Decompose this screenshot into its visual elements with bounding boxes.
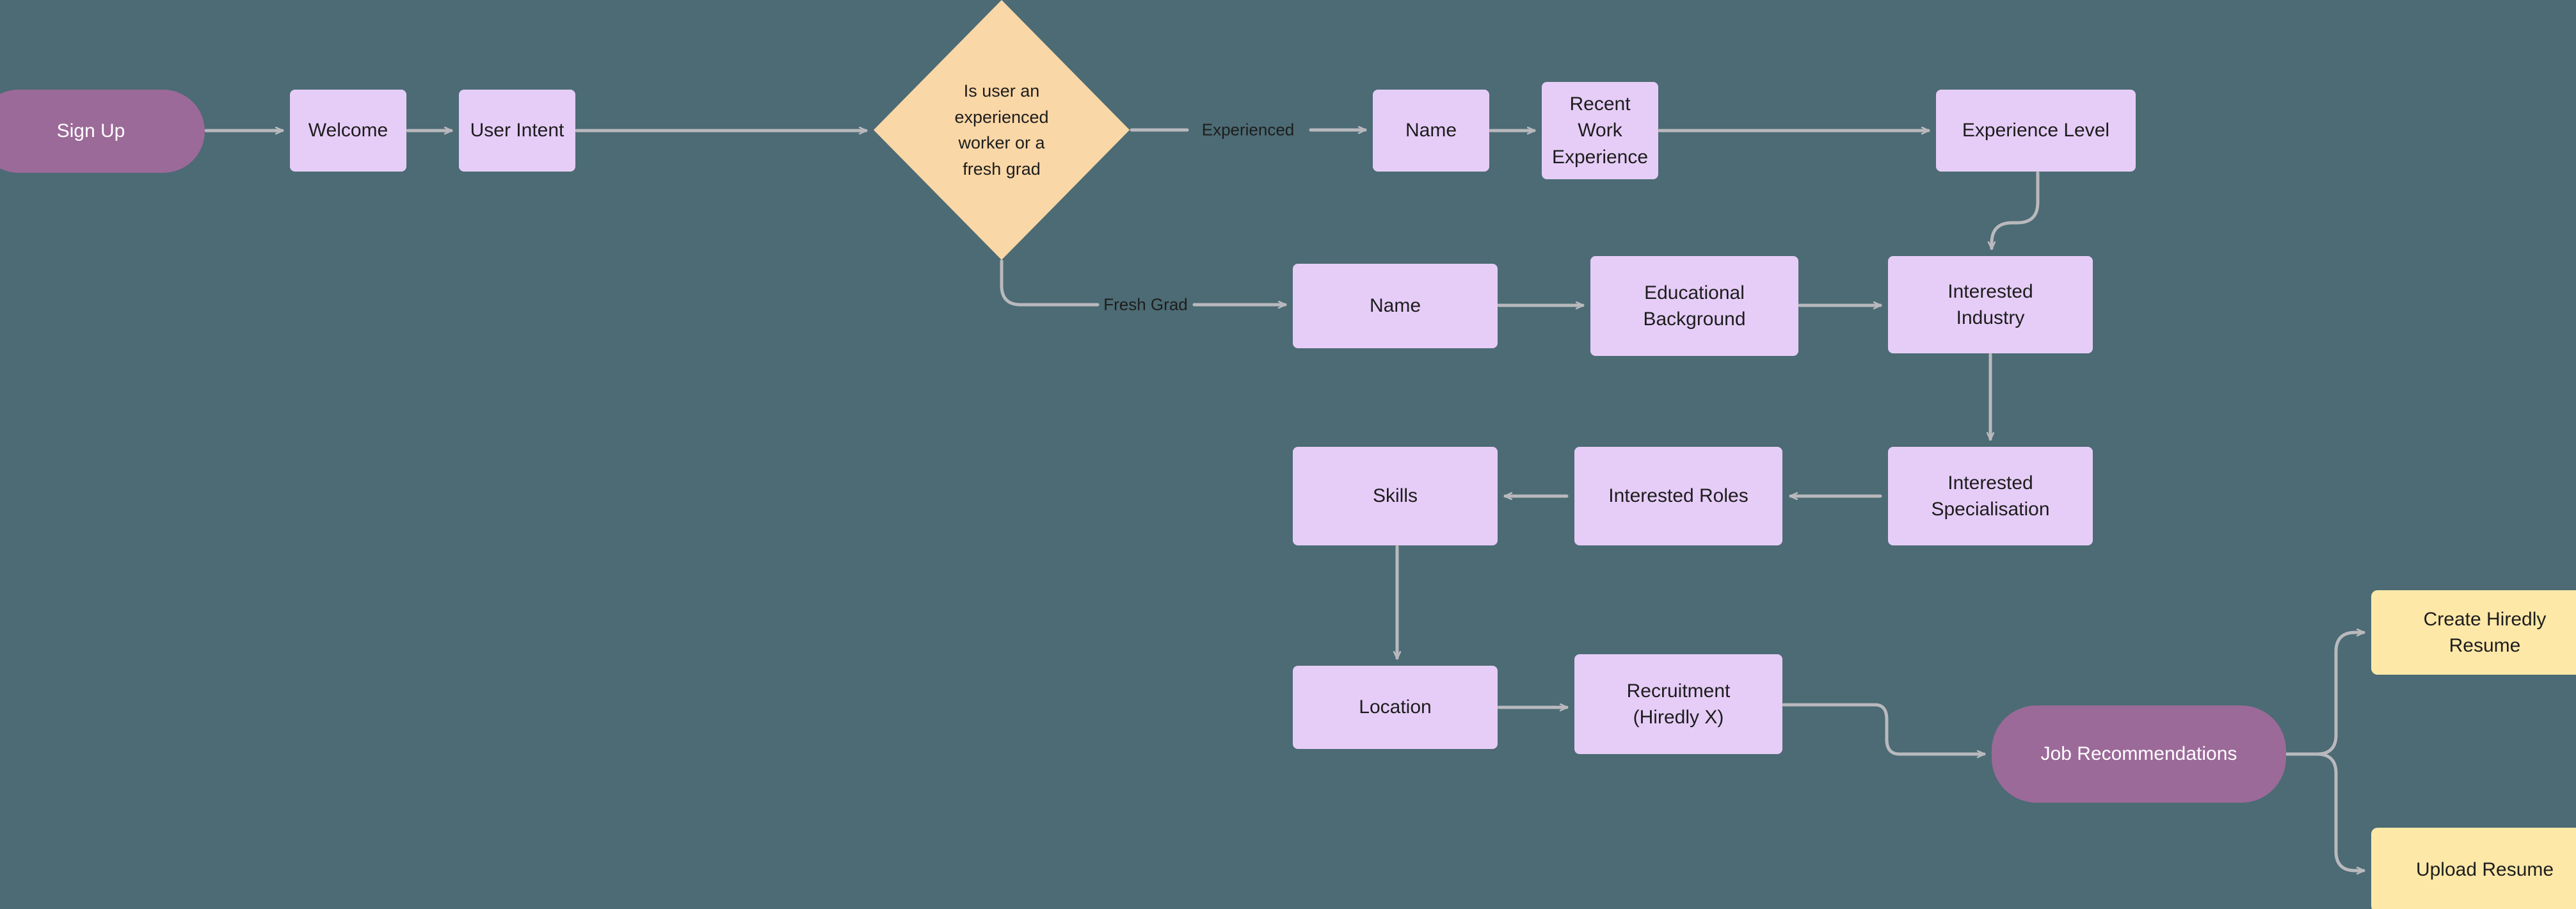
node-sign-up-label: Sign Up <box>56 120 125 142</box>
node-upload-resume-label: Upload Resume <box>2415 859 2554 881</box>
node-recent-work-experience-label: Recent Work Experience <box>1551 93 1649 168</box>
node-recruitment-hiredly-x-label: Recruitment (Hiredly X) <box>1626 680 1731 728</box>
node-recent-work-experience[interactable]: Recent Work Experience <box>1542 82 1658 179</box>
node-decision-label: Is user an experienced worker or a fresh… <box>954 81 1049 179</box>
node-location-label: Location <box>1359 696 1432 718</box>
edge-jobrecs-create <box>2284 632 2365 756</box>
node-interested-specialisation[interactable]: Interested Specialisation <box>1888 447 2093 545</box>
edge-label-fresh-grad: Fresh Grad <box>1103 294 1188 314</box>
edge-recruitment-jobrecs <box>1782 703 1986 754</box>
node-interested-industry[interactable]: Interested Industry <box>1888 256 2093 353</box>
node-location[interactable]: Location <box>1293 666 1498 749</box>
node-interested-roles-label: Interested Roles <box>1608 485 1748 507</box>
node-job-recommendations[interactable]: Job Recommendations <box>1992 705 2286 803</box>
node-user-intent-label: User Intent <box>470 120 564 141</box>
node-skills-label: Skills <box>1372 485 1418 507</box>
node-skills[interactable]: Skills <box>1293 447 1498 545</box>
node-experience-level[interactable]: Experience Level <box>1936 90 2136 172</box>
node-name-experienced[interactable]: Name <box>1373 90 1489 172</box>
node-educational-background-label: Educational Background <box>1643 282 1746 330</box>
node-name-fresh-grad-label: Name <box>1369 295 1421 317</box>
node-recruitment-hiredly-x[interactable]: Recruitment (Hiredly X) <box>1574 654 1782 754</box>
node-job-recommendations-label: Job Recommendations <box>2040 743 2237 765</box>
node-welcome-label: Welcome <box>308 120 388 141</box>
node-educational-background[interactable]: Educational Background <box>1590 256 1798 356</box>
node-upload-resume[interactable]: Upload Resume <box>2371 828 2576 909</box>
node-interested-industry-label: Interested Industry <box>1948 280 2033 328</box>
edge-decision-freshgrad-a <box>1000 259 1100 307</box>
edge-jobrecs-upload <box>2284 752 2365 871</box>
node-experience-level-label: Experience Level <box>1962 120 2110 141</box>
node-decision-experienced-or-fresh-grad[interactable]: Is user an experienced worker or a fresh… <box>874 0 1130 260</box>
node-name-experienced-label: Name <box>1405 120 1457 141</box>
node-create-hiredly-resume-label: Create Hiredly Resume <box>2423 608 2547 656</box>
node-interested-specialisation-label: Interested Specialisation <box>1931 472 2050 520</box>
node-name-fresh-grad[interactable]: Name <box>1293 264 1498 348</box>
edge-label-experienced: Experienced <box>1201 120 1295 140</box>
node-welcome[interactable]: Welcome <box>290 90 406 172</box>
node-create-hiredly-resume[interactable]: Create Hiredly Resume <box>2371 590 2576 675</box>
edge-explevel-industry <box>1992 171 2040 250</box>
node-sign-up[interactable]: Sign Up <box>0 90 205 173</box>
node-user-intent[interactable]: User Intent <box>459 90 575 172</box>
node-interested-roles[interactable]: Interested Roles <box>1574 447 1782 545</box>
